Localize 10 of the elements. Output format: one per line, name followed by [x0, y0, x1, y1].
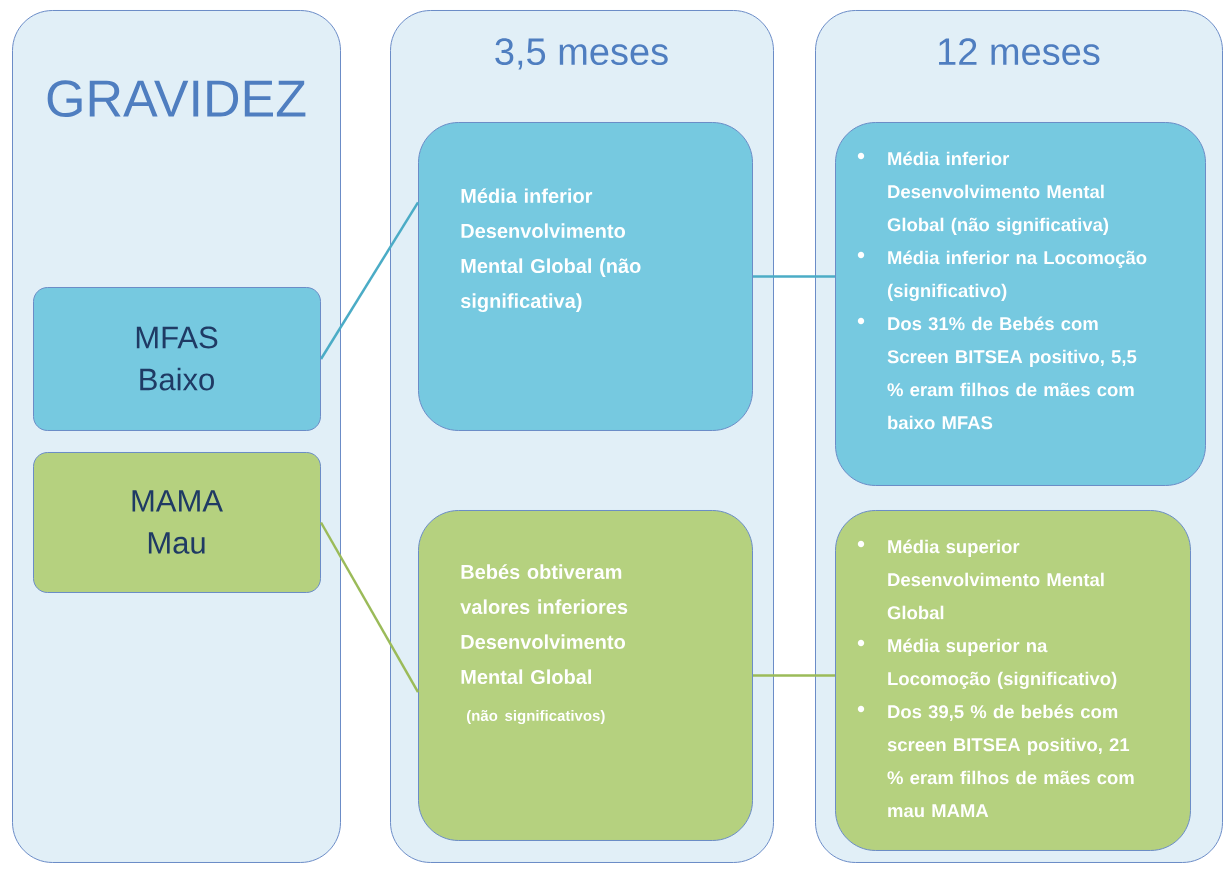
label-box: MAMA Mau — [33, 452, 321, 593]
label-box: MFAS Baixo — [33, 287, 321, 431]
result-box: Média inferior Desenvolvimento Mental Global (não significativa) — [418, 122, 753, 431]
connector-line — [319, 201, 420, 360]
connector-line — [753, 275, 835, 278]
connector-line — [319, 521, 420, 693]
result-box: Bebés obtiveram valores inferiores Desenvolvimento Mental Global (não significativos) — [418, 510, 753, 841]
result-box: Média inferior Desenvolvimento Mental Global (não significativa) Média inferior na Locomoção (significativo) Dos 31% de Bebés com Screen BITSEA positivo, 5,5 % eram filhos de mães com baixo MFAS — [835, 122, 1206, 486]
result-box: Média superior Desenvolvimento Mental Global Média superior na Locomoção (significativo) Dos 39,5 % de bebés com screen BITSEA positivo, 21 % eram filhos de mães com mau MAMA — [835, 510, 1191, 851]
connector-line — [753, 674, 835, 677]
